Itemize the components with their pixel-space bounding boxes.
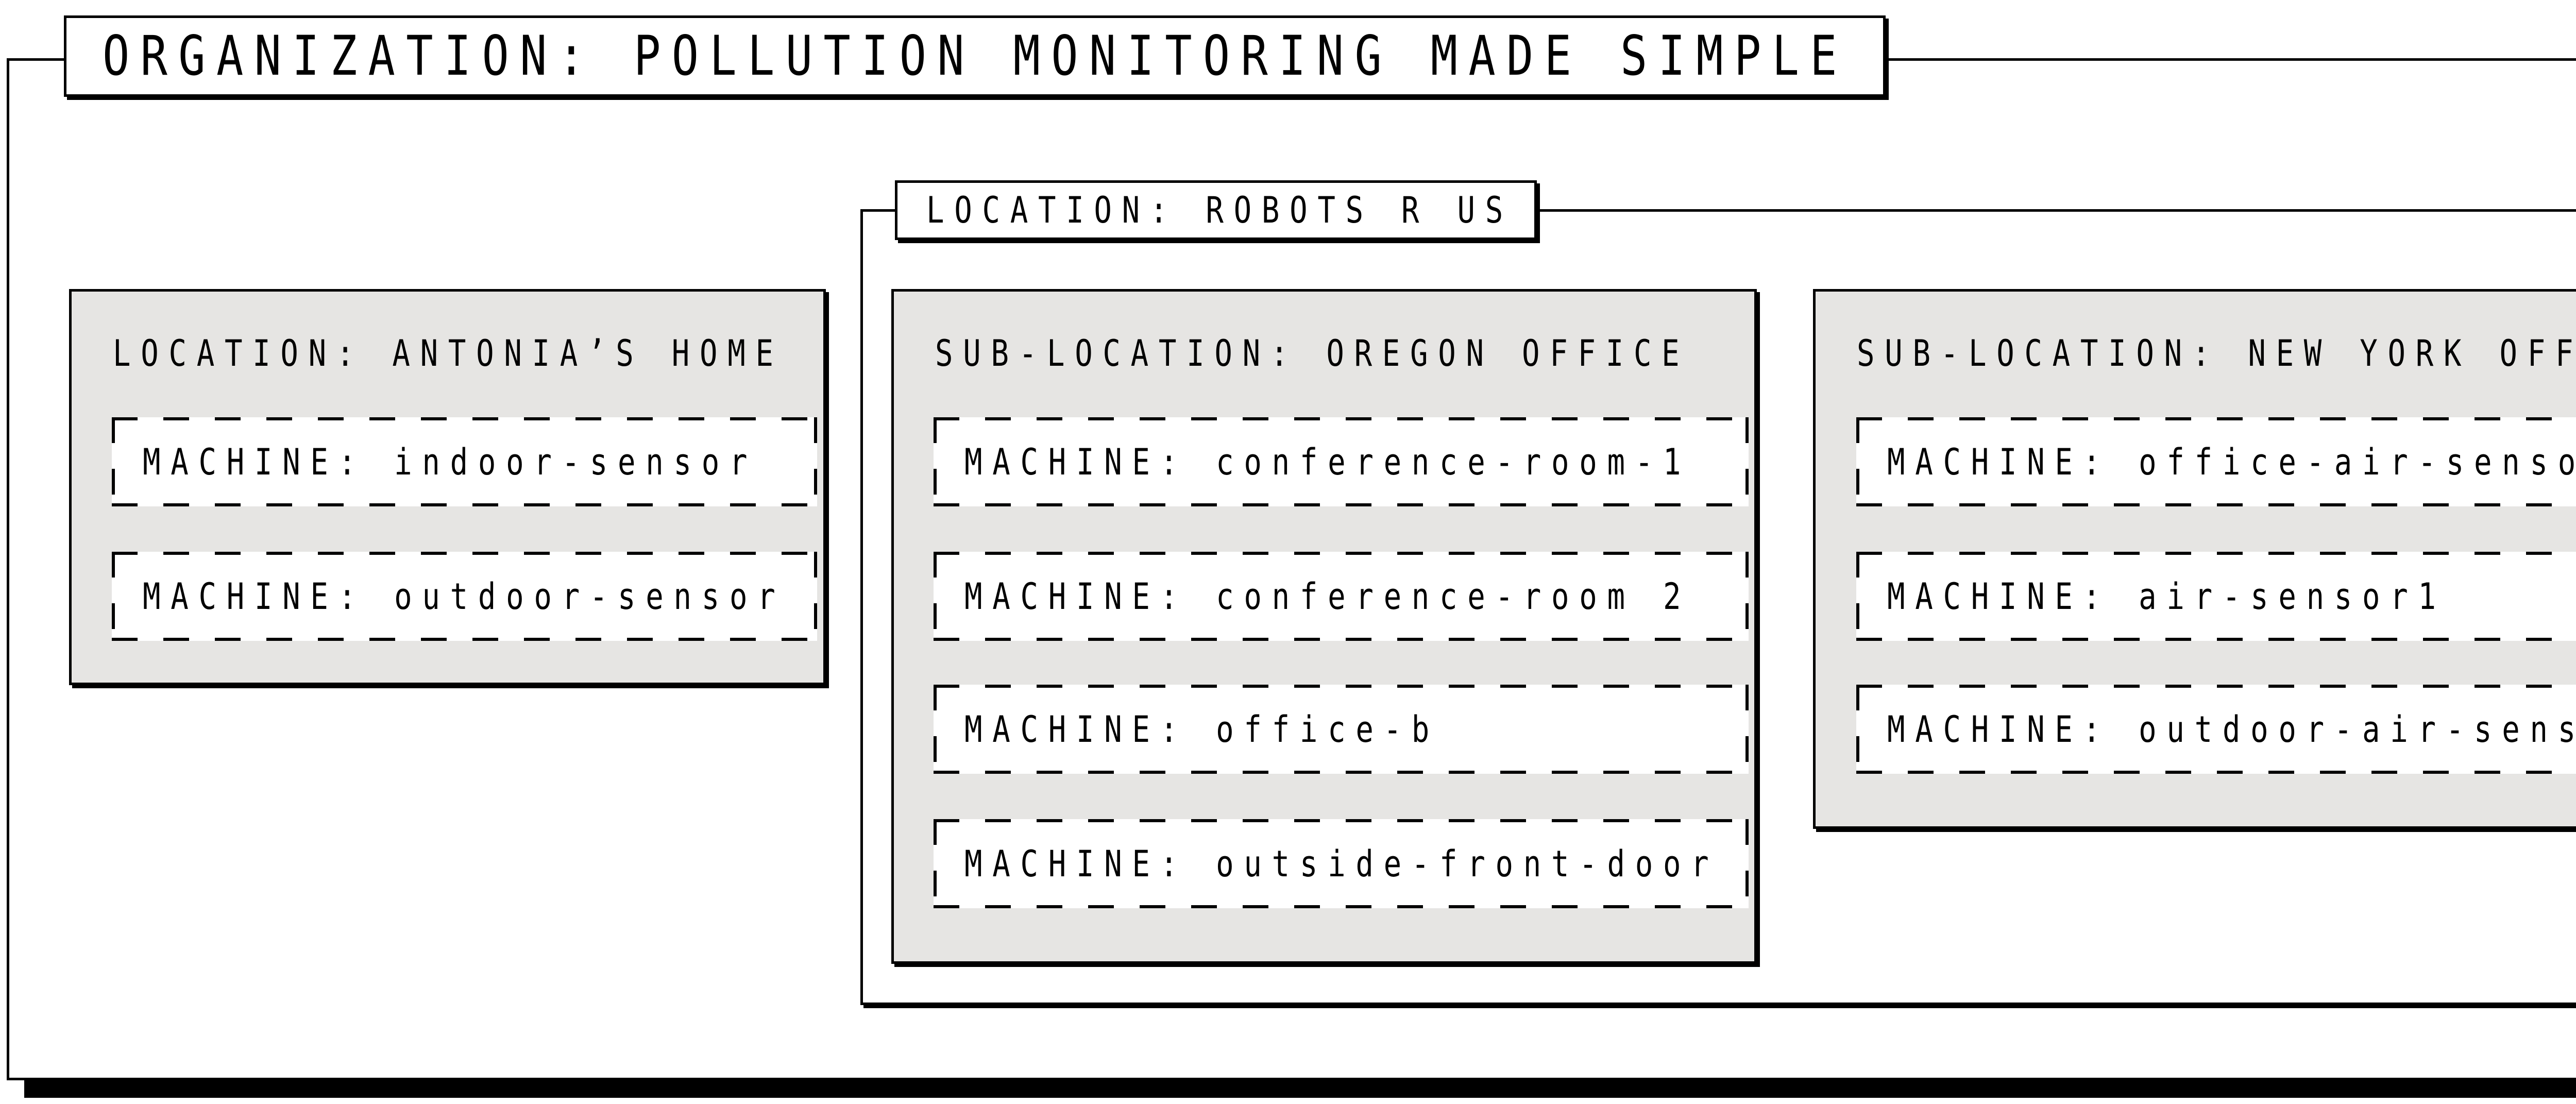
- sub-location-header-new-york-office: SUB-LOCATION: NEW YORK OFFICE: [1857, 329, 2576, 378]
- machine-label: MACHINE: air-sensor1: [1887, 575, 2446, 618]
- location-header-antonias-home: LOCATION: ANTONIA’S HOME: [113, 329, 930, 378]
- machine-label: MACHINE: outside-front-door: [964, 842, 1719, 885]
- location-label-box-robots-r-us: LOCATION: ROBOTS R US: [895, 180, 1537, 240]
- machine-box-air-sensor1: MACHINE: air-sensor1: [1856, 552, 2576, 641]
- machine-box-conference-room-2: MACHINE: conference-room 2: [934, 552, 1749, 641]
- machine-label: MACHINE: outdoor-air-sensor: [1887, 708, 2576, 751]
- machine-box-office-air-sensor: MACHINE: office-air-sensor: [1856, 417, 2576, 506]
- machine-label: MACHINE: outdoor-sensor: [143, 575, 786, 618]
- machine-label: MACHINE: office-b: [964, 708, 1440, 751]
- machine-label: MACHINE: office-air-sensor: [1887, 440, 2576, 483]
- location-label: LOCATION: ROBOTS R US: [926, 189, 1513, 231]
- sub-location-header-oregon-office: SUB-LOCATION: OREGON OFFICE: [935, 329, 1855, 378]
- sub-location-box-oregon-office: SUB-LOCATION: OREGON OFFICE MACHINE: con…: [891, 289, 1757, 964]
- machine-box-office-b: MACHINE: office-b: [934, 685, 1749, 774]
- location-box-antonias-home: LOCATION: ANTONIA’S HOME MACHINE: indoor…: [69, 289, 826, 685]
- machine-label: MACHINE: conference-room-1: [964, 440, 1691, 483]
- organization-title: ORGANIZATION: POLLUTION MONITORING MADE …: [103, 24, 1848, 88]
- sub-location-box-new-york-office: SUB-LOCATION: NEW YORK OFFICE MACHINE: o…: [1813, 289, 2576, 829]
- machine-label: MACHINE: indoor-sensor: [143, 440, 758, 483]
- machine-box-conference-room-1: MACHINE: conference-room-1: [934, 417, 1749, 506]
- sub-location-label: SUB-LOCATION: NEW YORK OFFICE: [1857, 332, 2576, 375]
- machine-box-outside-front-door: MACHINE: outside-front-door: [934, 819, 1749, 908]
- machine-box-outdoor-sensor: MACHINE: outdoor-sensor: [112, 552, 817, 641]
- machine-box-outdoor-air-sensor: MACHINE: outdoor-air-sensor: [1856, 685, 2576, 774]
- organization-title-box: ORGANIZATION: POLLUTION MONITORING MADE …: [64, 15, 1886, 97]
- location-label: LOCATION: ANTONIA’S HOME: [113, 332, 784, 375]
- machine-label: MACHINE: conference-room 2: [964, 575, 1691, 618]
- machine-box-indoor-sensor: MACHINE: indoor-sensor: [112, 417, 817, 506]
- sub-location-label: SUB-LOCATION: OREGON OFFICE: [935, 332, 1690, 375]
